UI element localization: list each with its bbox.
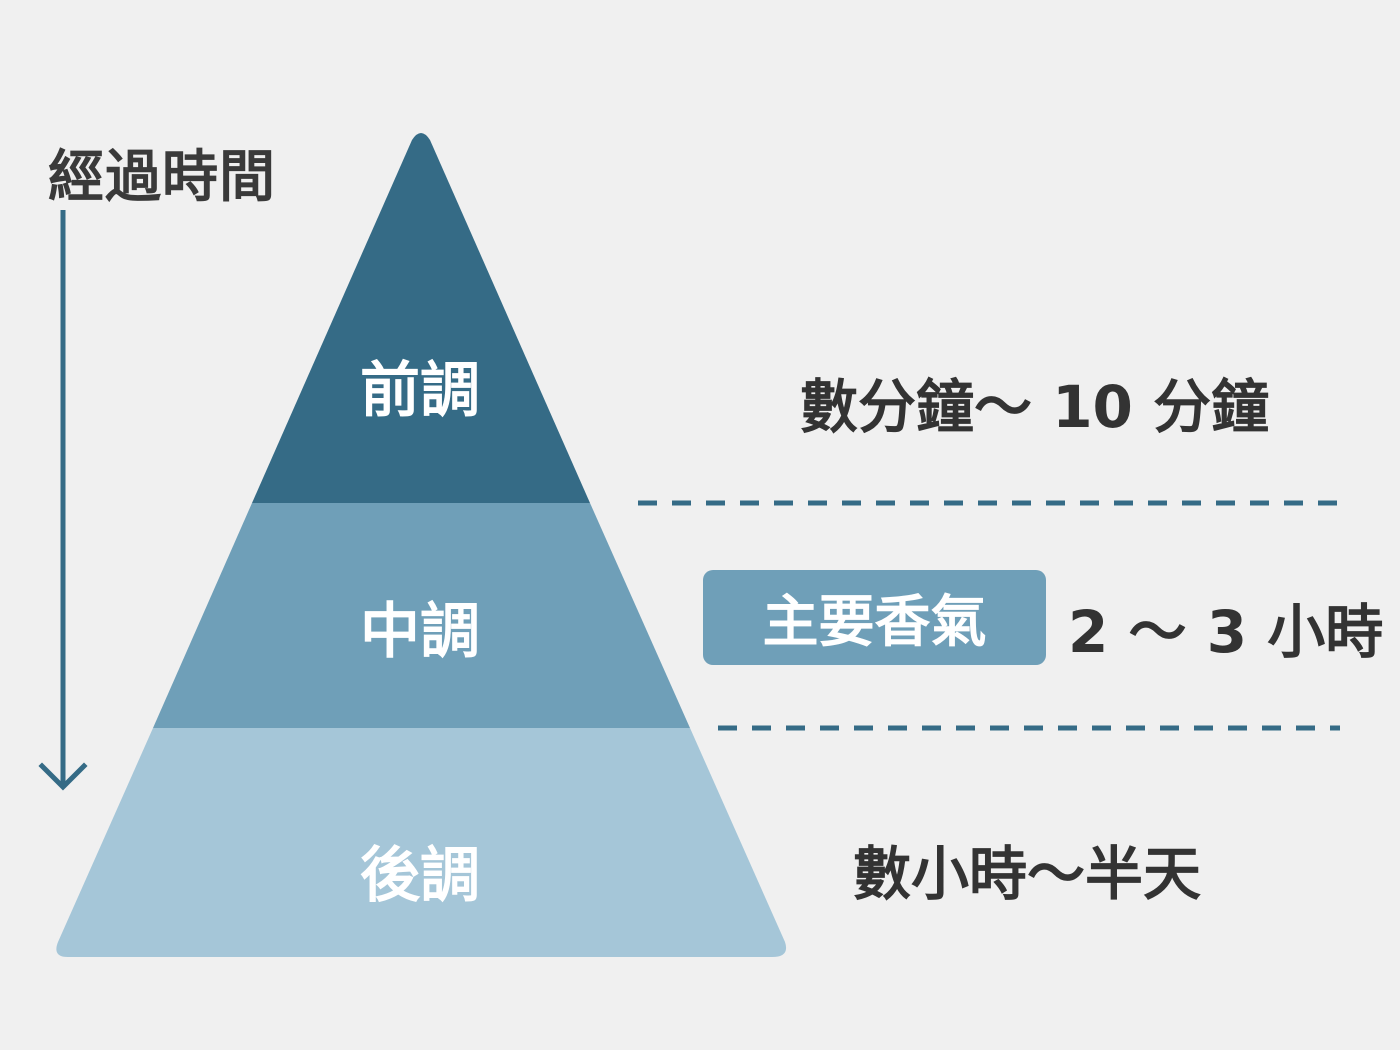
pyramid-layer-top	[252, 133, 590, 503]
layer-label-top: 前調	[360, 356, 480, 426]
pyramid-layer-bottom	[56, 728, 787, 957]
main-scent-badge: 主要香氣	[703, 570, 1046, 665]
pyramid-layer-middle	[153, 503, 690, 728]
time-arrow-head	[38, 762, 88, 791]
duration-top: 數分鐘～ 10 分鐘	[800, 373, 1270, 441]
duration-middle: 2 ～ 3 小時	[1068, 598, 1384, 666]
axis-title: 經過時間	[48, 145, 276, 210]
duration-bottom: 數小時～半天	[853, 840, 1202, 908]
layer-label-middle: 中調	[360, 597, 480, 667]
layer-label-bottom: 後調	[360, 841, 480, 911]
